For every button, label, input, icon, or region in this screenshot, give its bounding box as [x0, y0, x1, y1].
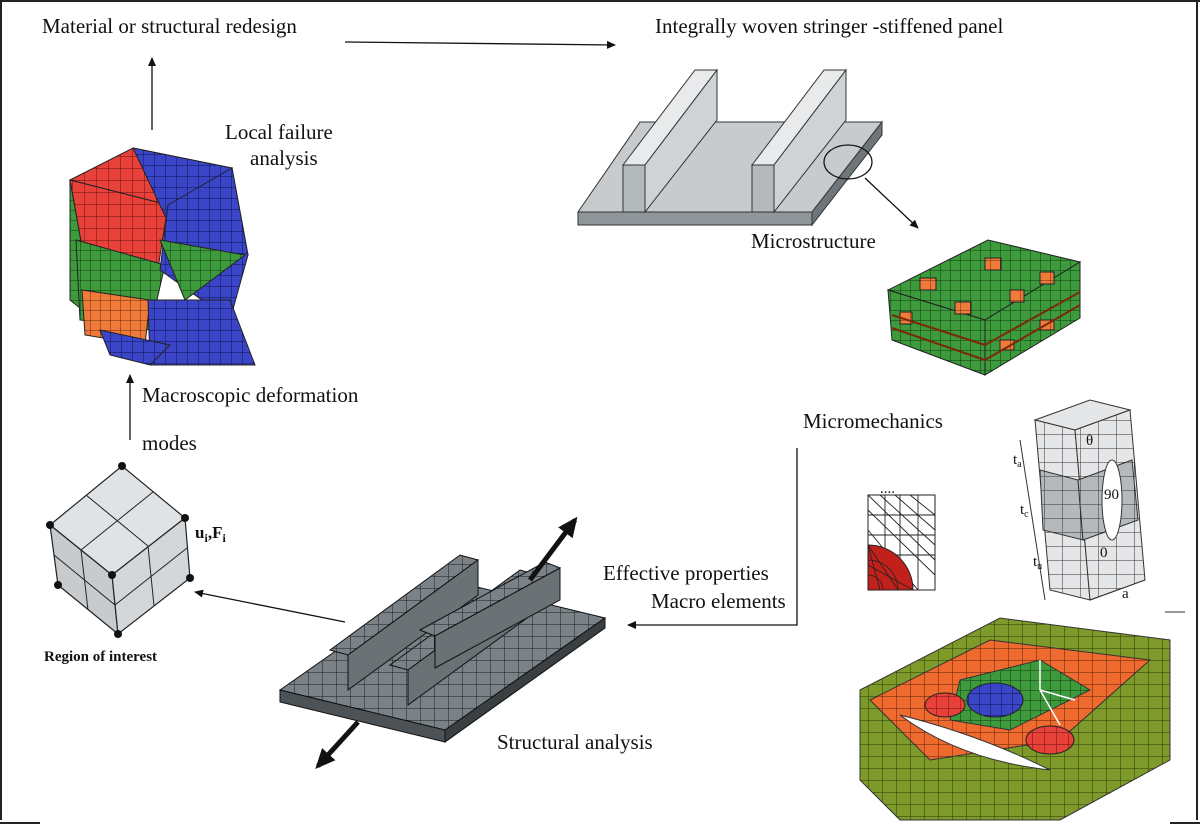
label-region-of-interest: Region of interest	[44, 649, 158, 665]
label-angle-90: 90	[1104, 487, 1119, 503]
label-ta: ta	[1013, 452, 1022, 470]
label-local-failure-1: Local failure	[225, 120, 333, 144]
structural-analysis-panel	[278, 516, 607, 769]
label-tc: tc	[1020, 502, 1029, 520]
quarter-disc-mesh	[867, 494, 936, 591]
label-structural-analysis: Structural analysis	[497, 730, 653, 754]
label-local-failure-2: analysis	[250, 146, 318, 170]
arrow-micromechanics-to-structural	[627, 448, 798, 629]
label-woven-panel: Integrally woven stringer -stiffened pan…	[655, 14, 1004, 38]
label-a: a	[1122, 586, 1129, 602]
label-ui-fi: ui,Fi	[195, 523, 226, 545]
label-macro-elements: Macro elements	[651, 589, 786, 613]
label-micromechanics: Micromechanics	[803, 409, 943, 433]
label-macro-deformation-2: modes	[142, 431, 197, 455]
microstructure-mesh	[886, 239, 1082, 376]
label-material-redesign: Material or structural redesign	[42, 14, 297, 38]
label-dots: ....	[880, 481, 895, 497]
arrow-structural-to-region	[194, 589, 346, 623]
region-of-interest-cube	[46, 462, 194, 638]
local-failure-mesh	[68, 147, 256, 366]
label-angle-theta: θ	[1086, 433, 1094, 449]
label-angle-0: 0	[1100, 545, 1108, 561]
damage-contour-figure	[859, 611, 1185, 821]
arrow-redesign-to-panel	[344, 40, 616, 49]
label-tb: tu	[1033, 554, 1043, 572]
arrow-panel-to-microstructure	[864, 177, 919, 229]
laminate-column-figure	[1019, 399, 1146, 601]
label-macro-deformation-1: Macroscopic deformation	[142, 383, 359, 407]
stiffened-panel-figure	[577, 68, 884, 227]
label-microstructure: Microstructure	[751, 229, 876, 253]
label-effective-properties: Effective properties	[603, 561, 769, 585]
